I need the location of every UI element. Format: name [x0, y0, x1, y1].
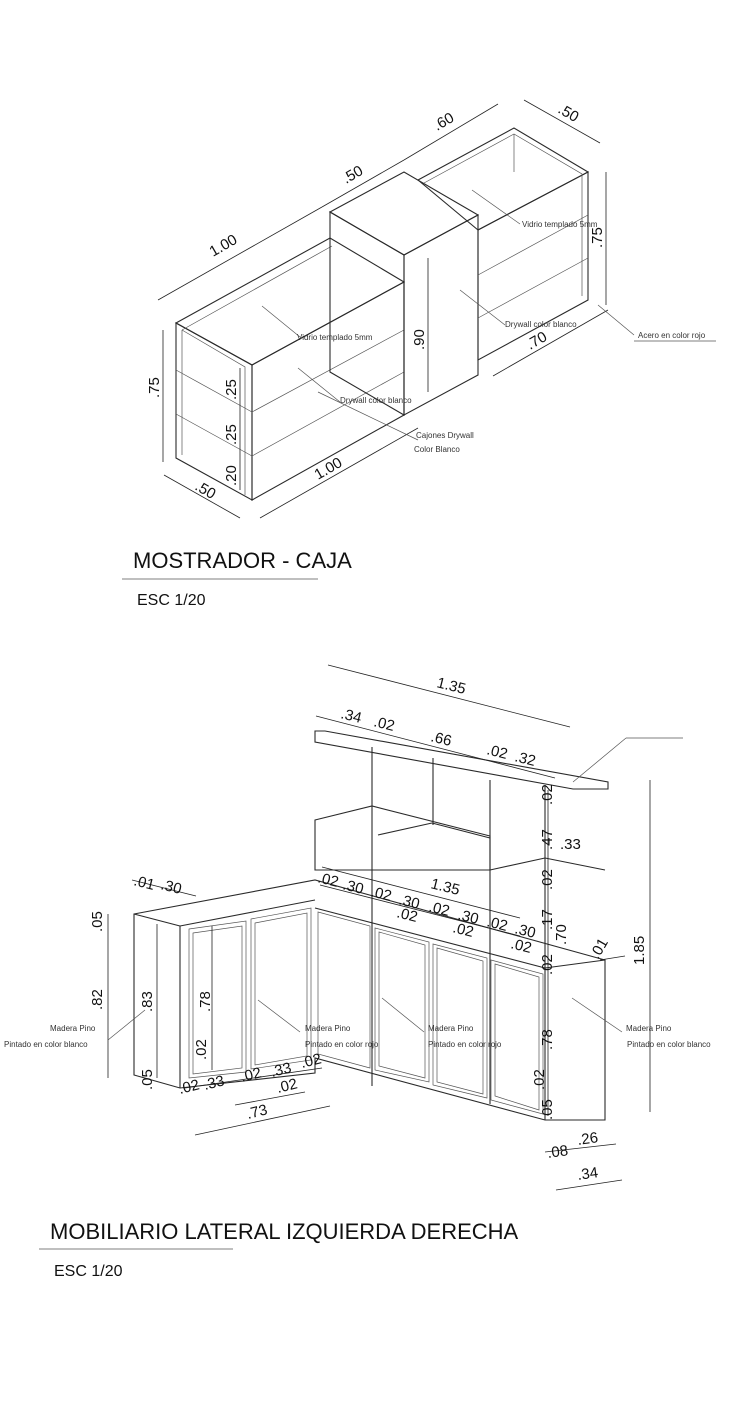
- dimension-label: .05: [139, 1069, 156, 1090]
- dimension-label: .30: [159, 876, 183, 898]
- dimension-label: .30: [397, 891, 421, 913]
- right-cabinet-top: [417, 127, 590, 231]
- drawing2-title: MOBILIARIO LATERAL IZQUIERDA DERECHA: [50, 1219, 519, 1244]
- door-right-1: [317, 911, 371, 1069]
- dimension-label: .02: [539, 784, 556, 805]
- dimension-label: .05: [89, 911, 106, 932]
- note-drywall-right: Drywall color blanco: [505, 320, 577, 329]
- dimension-label: .30: [341, 876, 365, 898]
- tall-unit-frame: [314, 805, 491, 871]
- dimension-label: .83: [139, 991, 156, 1012]
- dim-left-75: .75: [146, 377, 163, 398]
- drawing1-scale: ESC 1/20: [137, 592, 206, 609]
- dim-bottom-50: .50: [192, 478, 219, 503]
- note-pintado-blanco-2: Pintado en color blanco: [627, 1040, 711, 1049]
- dimension-label: .47: [539, 829, 556, 850]
- dim-top-50b: .50: [555, 101, 582, 126]
- dimension-label: .02: [177, 1076, 201, 1098]
- dimension-label: .02: [509, 935, 533, 957]
- drawing1-title: MOSTRADOR - CAJA: [133, 548, 352, 573]
- dimension-label: .34: [339, 705, 363, 727]
- dimension-label: .33: [560, 836, 581, 853]
- dimension-label: .02: [372, 713, 396, 735]
- dimension-label: .33: [269, 1059, 293, 1081]
- right-cabinet-side: [477, 171, 589, 361]
- dimension-label: .02: [395, 904, 419, 926]
- dimension-label: .05: [539, 1099, 556, 1120]
- dimension-label: 1.35: [429, 875, 461, 899]
- door-right-3: [432, 943, 488, 1099]
- dimension-label: .70: [553, 924, 570, 945]
- dimension-label: .01: [132, 872, 156, 894]
- dimension-label: .02: [427, 898, 451, 920]
- dimension-label: .02: [531, 1069, 548, 1090]
- dim-right-70: .70: [524, 328, 551, 353]
- note-cajones: Cajones Drywall: [416, 431, 474, 440]
- top-shelf-board: [314, 730, 609, 790]
- dimension-label: .66: [429, 728, 453, 750]
- note-madera-pino-2: Madera Pino: [305, 1024, 351, 1033]
- left-cabinet-front: [175, 322, 253, 501]
- dimension-label: .02: [539, 954, 556, 975]
- dimension-label: .82: [89, 989, 106, 1010]
- dim-shelf-25b: .25: [223, 424, 240, 445]
- drawing1-dimension-labels: .60 .50 .50 1.00 .75 .90 .70 .75 .25 .25…: [146, 101, 706, 503]
- dimension-label: .78: [197, 991, 214, 1012]
- dimension-label: .02: [369, 883, 393, 905]
- left-cabinet-top: [174, 237, 406, 366]
- dimension-label: .02: [316, 869, 340, 891]
- dimension-label: .02: [485, 741, 509, 763]
- note-madera-pino-3: Madera Pino: [428, 1024, 474, 1033]
- door-right-2: [374, 927, 430, 1083]
- dimension-label: .30: [513, 920, 537, 942]
- dimension-label: .33: [202, 1072, 226, 1094]
- mobiliario-lateral-drawing: [107, 664, 683, 1191]
- dimension-label: .34: [576, 1164, 599, 1184]
- note-vidrio-right: Vidrio templado 5mm: [522, 220, 598, 229]
- dim-right-75: .75: [589, 227, 606, 248]
- note-madera-pino-1: Madera Pino: [50, 1024, 96, 1033]
- note-vidrio-left: Vidrio templado 5mm: [297, 333, 373, 342]
- door-right-4: [490, 959, 544, 1115]
- dimension-label: .02: [299, 1050, 323, 1072]
- door-left-2: [250, 907, 312, 1070]
- dimension-label: .02: [275, 1075, 299, 1097]
- central-tower-side: [403, 214, 479, 416]
- dim-shelf-25a: .25: [223, 379, 240, 400]
- dimension-label: .02: [239, 1064, 263, 1086]
- dimension-label: .02: [539, 869, 556, 890]
- dimension-label: .17: [539, 909, 556, 930]
- dim-tower-90: .90: [411, 329, 428, 350]
- dim-shelf-20: .20: [223, 465, 240, 486]
- door-left-1: [188, 920, 247, 1079]
- note-madera-pino-4: Madera Pino: [626, 1024, 672, 1033]
- dimension-label: .02: [451, 919, 475, 941]
- note-drywall-left: Drywall color blanco: [340, 396, 412, 405]
- dimension-label: .30: [456, 906, 480, 928]
- dim-height-185: 1.85: [631, 936, 648, 965]
- dimension-label: .02: [485, 913, 509, 935]
- note-pintado-blanco-1: Pintado en color blanco: [4, 1040, 88, 1049]
- note-color-blanco: Color Blanco: [414, 445, 460, 454]
- dim-top-135: 1.35: [435, 674, 467, 698]
- lower-cabinet-outline: [133, 879, 606, 1121]
- mostrador-caja-drawing: [157, 99, 716, 519]
- dimension-label: .78: [539, 1029, 556, 1050]
- dimension-label: .26: [576, 1129, 599, 1149]
- note-pintado-rojo-1: Pintado en color rojo: [305, 1040, 379, 1049]
- dimension-label: .02: [193, 1039, 210, 1060]
- dim-bottom-73: .73: [245, 1101, 269, 1123]
- dimension-label: .08: [546, 1142, 569, 1162]
- central-tower-front: [329, 211, 405, 416]
- note-pintado-rojo-2: Pintado en color rojo: [428, 1040, 502, 1049]
- dimension-label: .01: [587, 935, 612, 962]
- note-acero: Acero en color rojo: [638, 331, 706, 340]
- dimension-label: .32: [513, 748, 537, 770]
- drawing2-scale: ESC 1/20: [54, 1263, 123, 1280]
